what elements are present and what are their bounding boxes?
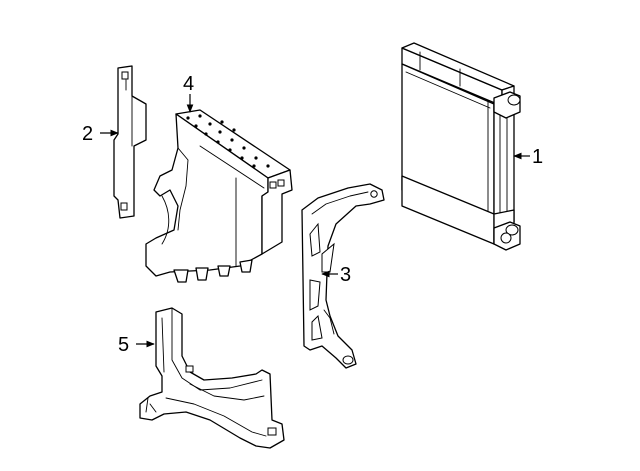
callout-3: 3 bbox=[321, 264, 351, 286]
callout-1: 1 bbox=[513, 146, 543, 168]
part-3-support-bracket bbox=[301, 183, 385, 369]
callout-4: 4 bbox=[183, 73, 194, 113]
callout-5: 5 bbox=[118, 334, 155, 356]
part-2-bracket bbox=[113, 65, 147, 219]
callout-2-label: 2 bbox=[82, 123, 93, 145]
part-1-radiator bbox=[401, 42, 521, 251]
duct-top-holes bbox=[186, 114, 270, 168]
callout-1-label: 1 bbox=[532, 146, 543, 168]
callout-2: 2 bbox=[82, 123, 119, 145]
part-5-lower-duct bbox=[139, 307, 285, 449]
callout-3-label: 3 bbox=[340, 264, 351, 286]
callout-5-label: 5 bbox=[118, 334, 129, 356]
callout-4-label: 4 bbox=[183, 73, 194, 95]
part-4-air-duct bbox=[145, 109, 293, 283]
